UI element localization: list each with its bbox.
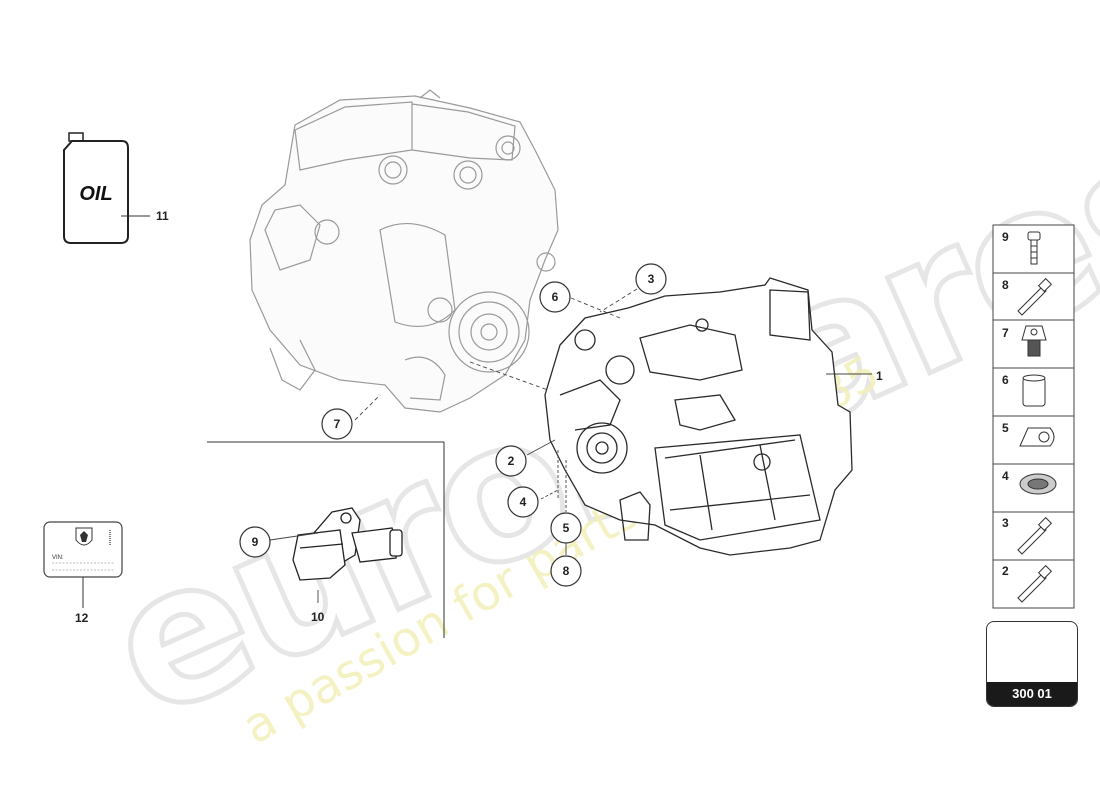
seal-icon bbox=[1019, 473, 1057, 495]
callouts: 1 3 6 7 2 4 5 8 9 10 bbox=[239, 263, 883, 624]
callout-4: 4 bbox=[520, 495, 527, 509]
legend-row[interactable]: 9 bbox=[1002, 230, 1041, 265]
washer-clip-icon bbox=[1019, 427, 1055, 447]
callout-3: 3 bbox=[648, 272, 655, 286]
legend-row[interactable]: 2 bbox=[1002, 564, 1053, 603]
parts-legend: 9 8 7 6 bbox=[992, 224, 1075, 609]
callout-2: 2 bbox=[508, 454, 515, 468]
sleeve-icon bbox=[1022, 374, 1046, 407]
page-reference-box: 300 01 bbox=[986, 621, 1078, 707]
tube-with-nut-icon bbox=[1017, 564, 1053, 603]
vin-label: VIN: bbox=[52, 555, 64, 561]
legend-row[interactable]: 4 bbox=[1002, 469, 1057, 495]
tube-with-nut-icon bbox=[1017, 277, 1053, 316]
oil-bottle-icon[interactable]: OIL bbox=[63, 132, 129, 244]
legend-number: 2 bbox=[1002, 564, 1009, 578]
legend-row[interactable]: 6 bbox=[1002, 373, 1046, 407]
callout-10: 10 bbox=[311, 610, 325, 624]
callout-1: 1 bbox=[876, 369, 883, 383]
callout-8: 8 bbox=[563, 564, 570, 578]
callout-5: 5 bbox=[563, 521, 570, 535]
callout-12: 12 bbox=[75, 611, 89, 625]
engine-illustration bbox=[249, 89, 559, 413]
callout-9: 9 bbox=[252, 535, 259, 549]
bull-emblem-icon bbox=[75, 527, 93, 546]
vin-plate-icon[interactable]: VIN: bbox=[43, 521, 123, 578]
legend-number: 6 bbox=[1002, 373, 1009, 387]
callout-7: 7 bbox=[334, 417, 341, 431]
legend-row[interactable]: 8 bbox=[1002, 277, 1053, 316]
tube-with-nut-icon bbox=[1017, 516, 1053, 555]
legend-row[interactable]: 3 bbox=[1002, 516, 1053, 555]
leader-lines bbox=[269, 288, 872, 603]
plug-cap-icon bbox=[1021, 325, 1047, 357]
transmission-illustration bbox=[544, 277, 853, 556]
sensor-illustration bbox=[292, 507, 403, 581]
legend-number: 9 bbox=[1002, 230, 1009, 244]
bolt-icon bbox=[1027, 231, 1041, 265]
legend-number: 7 bbox=[1002, 326, 1009, 340]
callout-11: 11 bbox=[156, 209, 169, 223]
legend-number: 4 bbox=[1002, 469, 1009, 483]
legend-number: 5 bbox=[1002, 421, 1009, 435]
callout-6: 6 bbox=[552, 290, 559, 304]
oil-label: OIL bbox=[79, 183, 112, 205]
legend-number: 3 bbox=[1002, 516, 1009, 530]
legend-row[interactable]: 5 bbox=[1002, 421, 1055, 447]
legend-row[interactable]: 7 bbox=[1002, 325, 1047, 357]
legend-number: 8 bbox=[1002, 278, 1009, 292]
page-reference-code: 300 01 bbox=[987, 682, 1077, 706]
